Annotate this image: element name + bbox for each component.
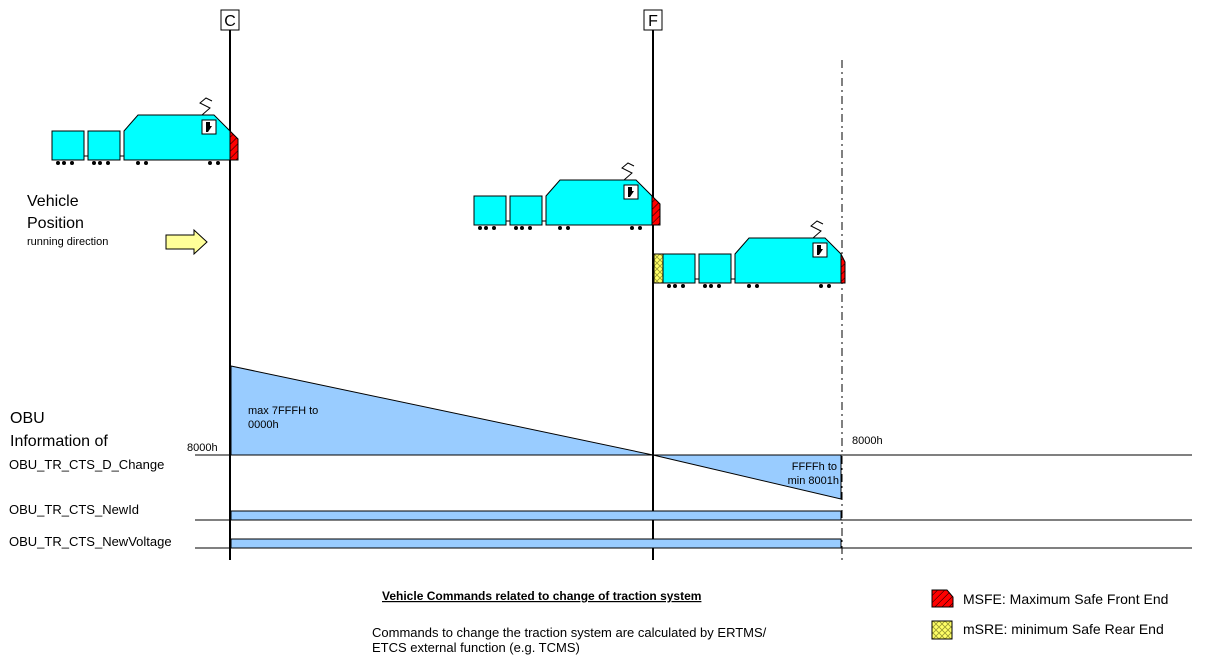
running-direction-arrow: [165, 228, 208, 256]
msre-marker: [653, 253, 664, 284]
marker-c-label: C: [224, 13, 236, 30]
signal-new-voltage: OBU_TR_CTS_NewVoltage: [9, 534, 172, 549]
obu-label-line2: Information of: [10, 433, 108, 450]
signal-new-id: OBU_TR_CTS_NewId: [9, 502, 139, 517]
new-id-bar: [230, 510, 842, 521]
footer-title: Vehicle Commands related to change of tr…: [382, 589, 701, 603]
value-8000h-left: 8000h: [187, 442, 218, 454]
footer-text-line1: Commands to change the traction system a…: [372, 625, 767, 640]
msfe-marker: [229, 129, 239, 161]
legend-msre-label: mSRE: minimum Safe Rear End: [963, 621, 1164, 637]
train-position-2: [473, 162, 661, 231]
vehicle-label-line1: Vehicle: [27, 193, 79, 210]
legend-msfe-icon: [931, 589, 954, 608]
marker-f-label: F: [648, 13, 658, 30]
legend-msfe-label: MSFE: Maximum Safe Front End: [963, 591, 1168, 607]
msfe-marker: [840, 253, 846, 284]
msfe-marker: [651, 194, 661, 226]
signal-d-change: OBU_TR_CTS_D_Change: [9, 457, 164, 472]
train-position-3: [653, 220, 846, 289]
running-direction-label: running direction: [27, 236, 108, 248]
min-range-line2: min 8001h: [788, 475, 839, 487]
train-position-1: [51, 97, 239, 166]
max-range-line1: max 7FFFH to: [248, 405, 318, 417]
obu-label-line1: OBU: [10, 410, 45, 427]
max-range-line2: 0000h: [248, 419, 279, 431]
min-range-line1: FFFFh to: [792, 461, 837, 473]
new-voltage-bar: [230, 538, 842, 549]
vehicle-label-line2: Position: [27, 215, 84, 232]
legend-msre-icon: [931, 620, 953, 640]
footer-text-line2: ETCS external function (e.g. TCMS): [372, 640, 580, 655]
value-8000h-right: 8000h: [852, 435, 883, 447]
